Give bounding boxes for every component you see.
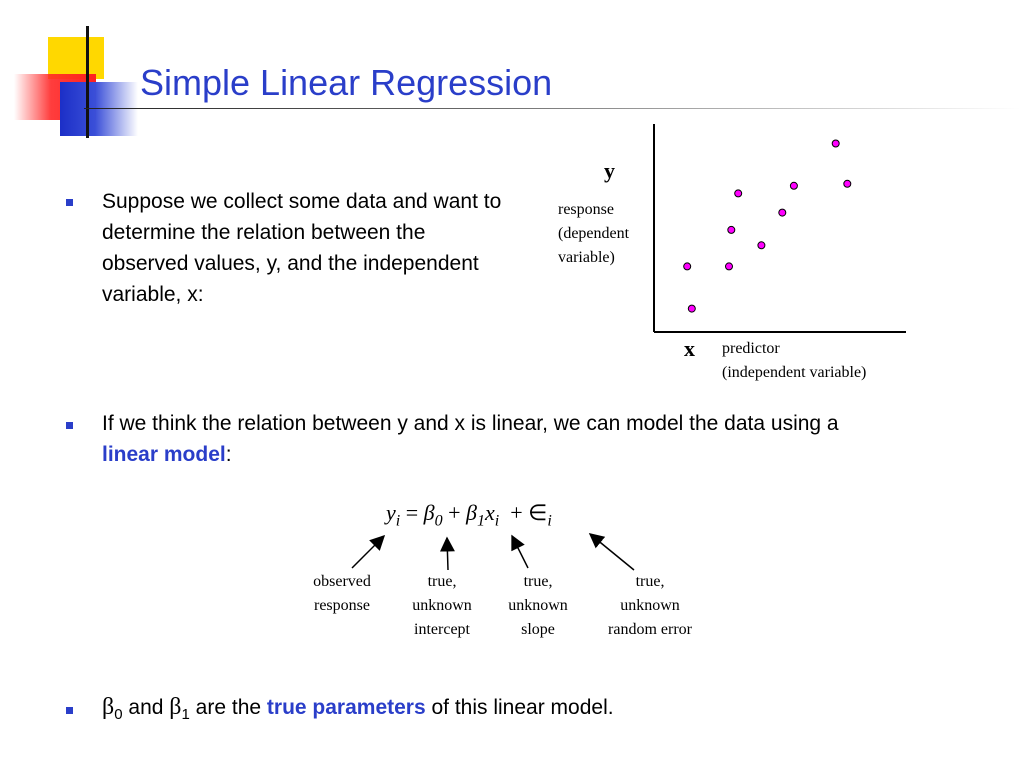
title-vertical-rule [86, 26, 89, 138]
bullet-marker [66, 422, 73, 429]
bullet-text-3: β0 and β1 are the true parameters of thi… [102, 694, 614, 724]
annotation-random-error: true, unknown random error [608, 573, 692, 638]
arrow-error [588, 533, 635, 571]
linear-model-emphasis: linear model [102, 443, 226, 466]
data-point-5 [727, 225, 736, 234]
annotation-observed-response: observed response [313, 573, 371, 614]
bullet-marker [66, 707, 73, 714]
x-axis-description: predictor (independent variable) [722, 340, 867, 381]
bullet-text-1: Suppose we collect some data and want to… [102, 190, 502, 306]
data-point-8 [789, 181, 798, 190]
true-parameters-emphasis: true parameters [266, 696, 426, 719]
data-point-9 [831, 139, 840, 148]
y-axis-label: y [604, 158, 615, 183]
data-point-10 [843, 179, 852, 188]
title-underline [84, 108, 1020, 109]
data-point-6 [734, 189, 743, 198]
annotation-slope: true, unknown slope [508, 573, 568, 638]
bullet-marker [66, 199, 73, 206]
y-axis-description: response (dependent variable) [558, 201, 630, 266]
arrow-observed [351, 534, 386, 569]
bullet-text-2: If we think the relation between y and x… [102, 412, 839, 466]
arrow-slope [511, 534, 529, 569]
data-point-7 [778, 208, 787, 217]
scatter-plot [653, 124, 906, 333]
data-point-2 [683, 262, 692, 271]
data-point-3 [725, 262, 733, 271]
data-point-4 [757, 241, 766, 250]
data-point-1 [687, 304, 696, 313]
slide-title: Simple Linear Regression [140, 62, 553, 103]
title-decoration-blue [60, 82, 138, 136]
arrow-intercept [439, 536, 455, 571]
x-axis-label: x [684, 336, 695, 361]
annotation-intercept: true, unknown intercept [412, 573, 472, 638]
regression-equation: yi = β0 + β1xi + ∈i [386, 500, 552, 530]
annotation-arrows [351, 533, 635, 571]
title-decoration-yellow [48, 37, 104, 79]
